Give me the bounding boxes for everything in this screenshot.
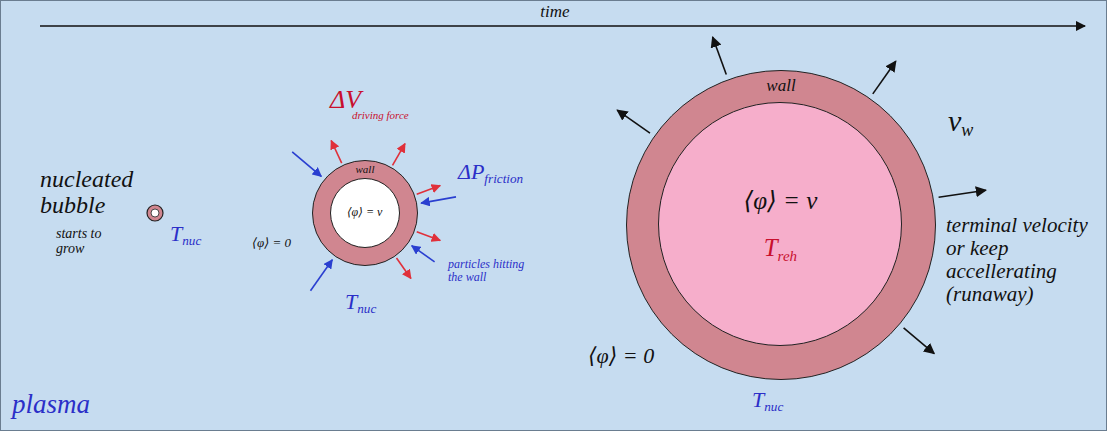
vev-label: ⟨φ⟩ = v <box>347 206 382 219</box>
temperature-label: Treh <box>764 234 797 262</box>
subscript: nuc <box>764 399 783 414</box>
text-run: ⟨φ⟩ = v <box>347 205 382 219</box>
wall-label: wall <box>627 77 935 96</box>
axis-label: time <box>540 3 569 22</box>
symbol: T <box>752 387 764 412</box>
small-bubble <box>147 205 163 221</box>
friction-arrow <box>292 152 321 176</box>
wall-label: wall <box>313 163 417 175</box>
symbol: T <box>345 289 357 314</box>
temperature-label: Tnuc <box>170 222 201 246</box>
expansion-arrow <box>713 37 727 75</box>
expansion-arrow <box>873 61 896 94</box>
text-run: plasma <box>12 389 90 419</box>
expansion-arrow <box>904 328 935 354</box>
subscript: nuc <box>182 233 201 248</box>
text-run: driving force <box>352 109 409 121</box>
symbol: T <box>170 221 182 246</box>
medium-label: plasma <box>12 390 90 420</box>
text-run: ⟨φ⟩ = 0 <box>252 235 291 250</box>
stage-note: starts to grow <box>56 226 118 257</box>
subscript: reh <box>778 248 797 264</box>
symbol: T <box>764 234 778 261</box>
subscript: friction <box>484 171 523 186</box>
text-run: wall <box>356 163 375 175</box>
subscript: w <box>961 120 973 140</box>
friction-note: particles hitting the wall <box>448 258 530 284</box>
friction-arrow <box>311 260 333 291</box>
time-axis <box>40 25 1085 27</box>
friction-arrow <box>412 246 435 262</box>
text-run: starts to grow <box>56 226 102 256</box>
driving-arrow <box>331 141 342 164</box>
vev-label: ⟨φ⟩ = 0 <box>588 344 654 368</box>
symbol: v <box>948 104 961 137</box>
text-run: particles hitting the wall <box>448 257 524 284</box>
friction-symbol: ΔPfriction <box>458 160 523 184</box>
bubble-wall: wall ⟨φ⟩ = v Treh <box>626 70 936 380</box>
symbol: ΔP <box>458 159 484 184</box>
broken-phase: ⟨φ⟩ = v Treh <box>658 102 902 346</box>
friction-arrows <box>292 152 456 291</box>
text-run: terminal velocity or keep accellerating … <box>946 213 1088 306</box>
driving-arrow <box>393 144 406 166</box>
expansion-arrow <box>939 190 986 197</box>
ring-label-holder: wall <box>313 163 417 175</box>
phase-label-holder: ⟨φ⟩ = v <box>331 179 399 247</box>
phase-label-holder: ⟨φ⟩ = v Treh <box>659 103 901 345</box>
force-note: driving force <box>352 109 409 121</box>
temperature-label: Tnuc <box>345 290 376 314</box>
expansion-arrow <box>617 110 650 133</box>
driving-arrow <box>417 186 441 195</box>
friction-arrow <box>421 197 456 203</box>
driving-arrow <box>397 258 411 279</box>
ring-label-holder: wall <box>627 77 935 96</box>
text-run: ⟨φ⟩ = 0 <box>588 343 654 368</box>
broken-phase: ⟨φ⟩ = v <box>330 178 400 248</box>
text-run: wall <box>766 76 795 95</box>
outcome-note: terminal velocity or keep accellerating … <box>946 214 1102 306</box>
subscript: nuc <box>357 301 376 316</box>
small-bubble-core <box>151 209 159 217</box>
velocity-symbol: vw <box>948 104 973 137</box>
stage-title: nucleated bubble <box>40 166 150 219</box>
driving-arrow <box>417 232 441 241</box>
text-run: time <box>540 2 569 21</box>
vev-label: ⟨φ⟩ = v <box>743 187 817 215</box>
text-run: nucleated bubble <box>40 166 133 218</box>
temperature-label: Tnuc <box>752 388 783 412</box>
vev-label: ⟨φ⟩ = 0 <box>252 236 291 250</box>
bubble-wall: wall ⟨φ⟩ = v <box>312 160 418 266</box>
text-run: ⟨φ⟩ = v <box>743 187 817 214</box>
